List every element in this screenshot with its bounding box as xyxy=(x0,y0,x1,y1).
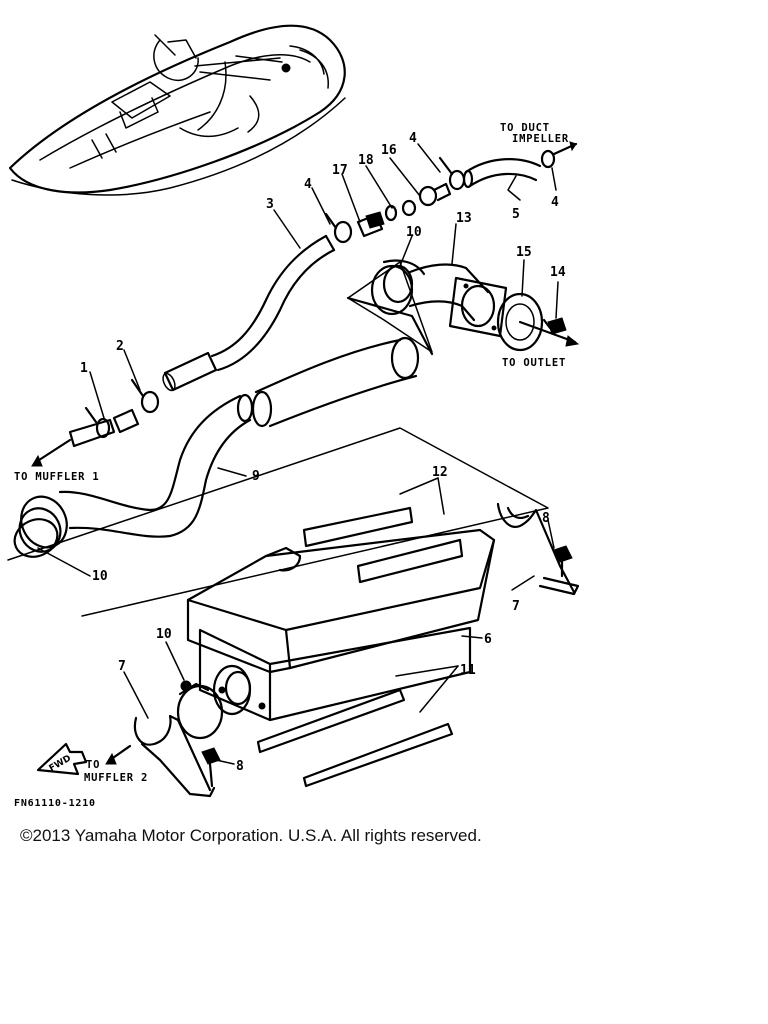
pads-11 xyxy=(256,688,454,788)
callout-17: 17 xyxy=(332,163,348,178)
callout-10-lower: 10 xyxy=(156,627,172,642)
callout-4-right: 4 xyxy=(551,195,559,210)
bracket-7-left xyxy=(133,714,221,798)
leader-lines xyxy=(37,143,559,765)
figure-id: FN61110-1210 xyxy=(14,798,96,809)
callout-3: 3 xyxy=(266,197,274,212)
muffler-6 xyxy=(7,427,549,722)
label-to: TO xyxy=(86,759,100,771)
callout-10-left: 10 xyxy=(92,569,108,584)
hose-9 xyxy=(13,336,420,558)
label-to-duct: TO DUCT xyxy=(500,122,550,134)
fittings-lower-left xyxy=(31,378,160,467)
label-impeller: IMPELLER xyxy=(512,133,569,145)
callout-7-left: 7 xyxy=(118,659,126,674)
outlet-elbow-assembly xyxy=(346,259,580,356)
hose-3 xyxy=(162,234,336,392)
callout-6: 6 xyxy=(484,632,492,647)
muffler-inlet xyxy=(176,664,252,740)
label-to-outlet: TO OUTLET xyxy=(502,357,566,369)
callout-13: 13 xyxy=(456,211,472,226)
callout-numbers: 3 4 17 18 16 4 5 4 10 13 15 14 1 2 9 10 … xyxy=(80,131,566,774)
callout-1: 1 xyxy=(80,361,88,376)
callout-16: 16 xyxy=(381,143,397,158)
callout-10-upper: 10 xyxy=(406,225,422,240)
callout-4-mid: 4 xyxy=(409,131,417,146)
copyright-notice: ©2013 Yamaha Motor Corporation. U.S.A. A… xyxy=(20,826,482,845)
fwd-arrow: FWD xyxy=(36,742,88,776)
callout-8-right: 8 xyxy=(542,511,550,526)
callout-8-left: 8 xyxy=(236,759,244,774)
callout-9: 9 xyxy=(252,469,260,484)
callout-15: 15 xyxy=(516,245,532,260)
direction-labels: TO DUCT IMPELLER TO OUTLET TO MUFFLER 1 … xyxy=(14,122,569,809)
callout-7-right: 7 xyxy=(512,599,520,614)
fittings-upper xyxy=(324,141,578,244)
label-muffler-2: MUFFLER 2 xyxy=(84,772,148,784)
callout-5: 5 xyxy=(512,207,520,222)
callout-14: 14 xyxy=(550,265,566,280)
exhaust-parts-diagram: FWD 3 4 17 18 16 4 xyxy=(7,24,580,809)
label-to-muffler-1: TO MUFFLER 1 xyxy=(14,471,99,483)
callout-18: 18 xyxy=(358,153,374,168)
bracket-7-right xyxy=(496,502,580,596)
callout-11: 11 xyxy=(460,663,476,678)
callout-12: 12 xyxy=(432,465,448,480)
watercraft-illustration xyxy=(8,24,346,196)
callout-4-left: 4 xyxy=(304,177,312,192)
callout-2: 2 xyxy=(116,339,124,354)
